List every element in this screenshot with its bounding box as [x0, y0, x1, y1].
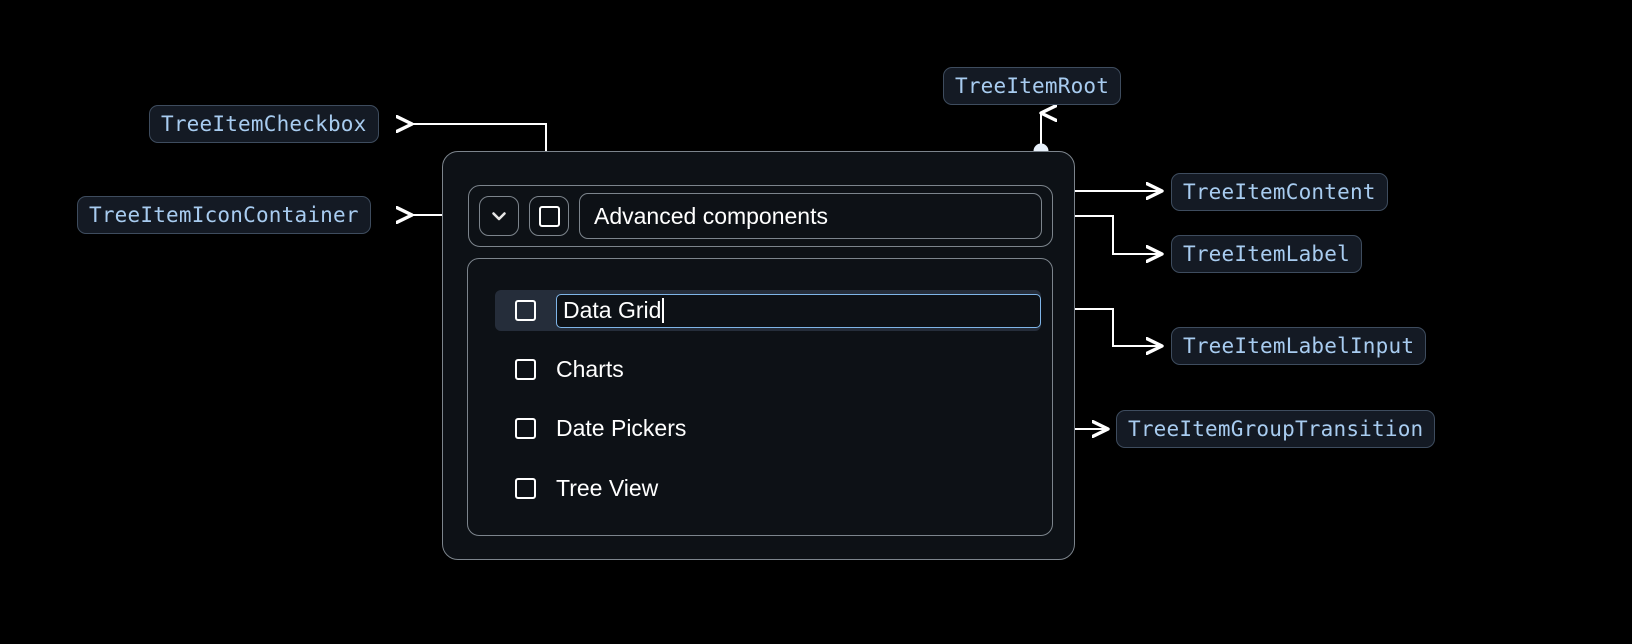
tree-row-data-grid[interactable]: Data Grid: [495, 290, 1041, 331]
annotation-tree-item-label: TreeItemLabel: [1171, 235, 1362, 273]
checkbox-unchecked-icon[interactable]: [515, 418, 536, 439]
tree-item-icon-container[interactable]: [479, 196, 519, 236]
tree-item-label: Date Pickers: [556, 415, 687, 441]
annotation-tree-item-content: TreeItemContent: [1171, 173, 1388, 211]
tree-item-label-input[interactable]: Data Grid: [556, 293, 1041, 328]
tree-item-label: Tree View: [556, 475, 659, 501]
tree-item-checkbox[interactable]: [529, 196, 569, 236]
chevron-down-icon: [492, 212, 506, 221]
checkbox-unchecked-icon[interactable]: [515, 359, 536, 380]
annotation-tree-item-root: TreeItemRoot: [943, 67, 1122, 105]
tree-item-label: Charts: [556, 356, 624, 382]
annotation-tree-item-label-input: TreeItemLabelInput: [1171, 327, 1427, 365]
text-caret: [662, 298, 665, 323]
tree-row-tree-view[interactable]: Tree View: [495, 471, 1041, 506]
annotation-tree-item-checkbox: TreeItemCheckbox: [149, 105, 379, 143]
tree-row-date-pickers[interactable]: Date Pickers: [495, 411, 1041, 446]
tree-item-content[interactable]: Advanced components: [468, 185, 1053, 247]
label-input-value: Data Grid: [563, 297, 662, 323]
tree-item-label[interactable]: Advanced components: [579, 193, 1042, 239]
tree-row-charts[interactable]: Charts: [495, 352, 1041, 387]
checkbox-unchecked-icon[interactable]: [515, 300, 536, 321]
checkbox-unchecked-icon: [538, 205, 560, 227]
annotation-tree-item-group-transition: TreeItemGroupTransition: [1116, 410, 1436, 448]
annotation-tree-item-icon-container: TreeItemIconContainer: [77, 196, 371, 234]
checkbox-unchecked-icon[interactable]: [515, 478, 536, 499]
